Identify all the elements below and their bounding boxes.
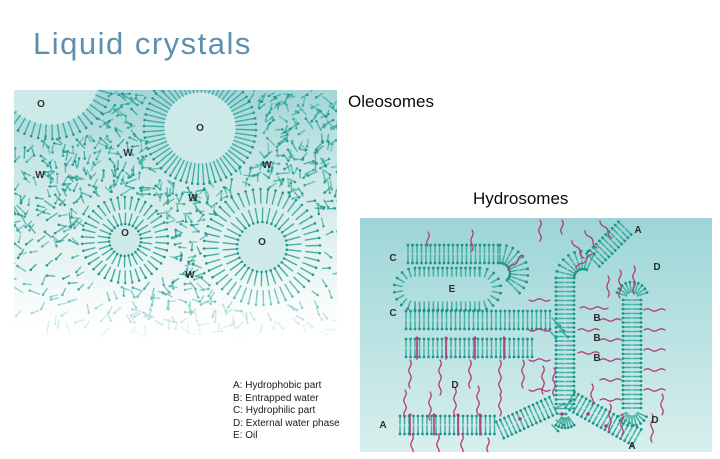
svg-text:W: W [123,148,133,159]
svg-text:D: D [653,262,660,273]
svg-text:O: O [37,99,45,110]
svg-text:W: W [188,193,198,204]
legend-line: C: Hydrophilic part [233,405,316,417]
svg-text:O: O [121,228,129,239]
oleosomes-diagram: O O O O W W W W W [14,90,337,337]
hydrosomes-caption: Hydrosomes [473,189,569,208]
legend-line: B: Entrapped water [233,392,319,404]
svg-text:D: D [651,415,658,426]
svg-text:A: A [628,441,635,452]
svg-text:C: C [389,253,396,264]
svg-text:W: W [262,160,272,171]
legend-line: E: Oil [233,430,258,442]
svg-text:C: C [389,308,396,319]
slide-title: Liquid crystals [33,26,252,61]
svg-text:W: W [35,170,45,181]
svg-text:D: D [451,380,458,391]
svg-text:E: E [449,284,456,295]
svg-text:O: O [258,237,266,248]
legend: A: Hydrophobic part B: Entrapped water C… [233,380,340,443]
svg-text:A: A [634,225,641,236]
oleosomes-caption: Oleosomes [348,92,434,111]
svg-text:B: B [593,353,600,364]
svg-text:B: B [593,333,600,344]
svg-text:B: B [593,313,600,324]
svg-text:W: W [185,270,195,281]
legend-line: A: Hydrophobic part [233,380,322,391]
legend-line: D: External water phase [233,417,340,429]
svg-text:O: O [196,123,204,134]
svg-text:A: A [379,420,386,431]
